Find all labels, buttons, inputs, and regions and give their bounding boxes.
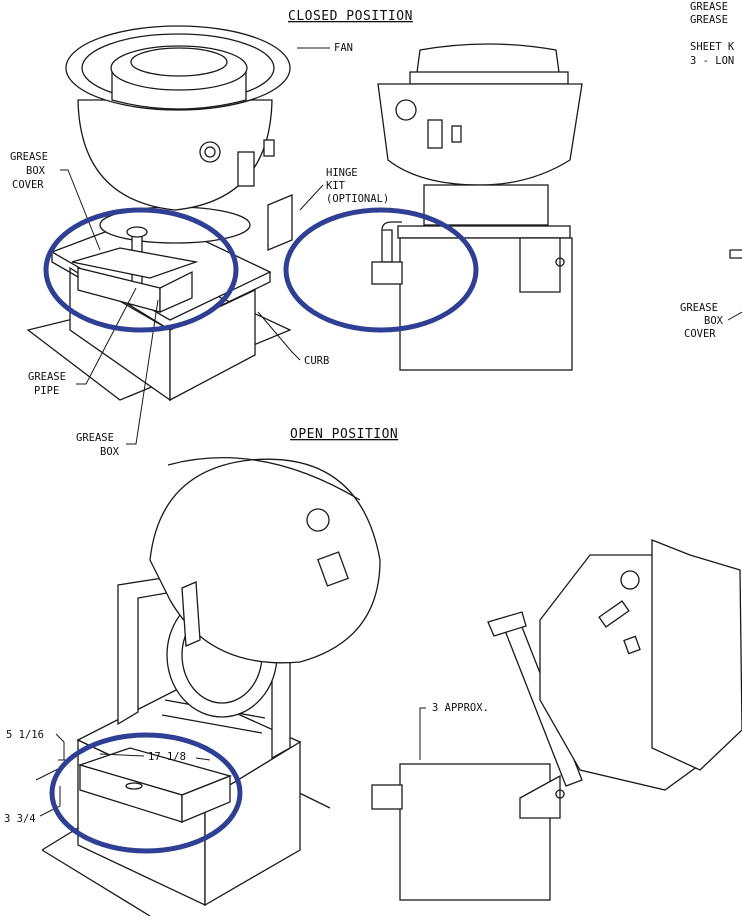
curb-label: CURB xyxy=(304,355,329,367)
highlight-circles xyxy=(43,207,479,854)
dimension-height-top: 5 1/16 xyxy=(6,729,44,741)
open-iso-view: 5 1/16 17 1/8 3 3/4 xyxy=(4,457,381,917)
disconnect-switch xyxy=(237,151,255,187)
open-side-grease-box xyxy=(371,784,403,810)
dimension-height-box: 3 3/4 xyxy=(4,813,36,825)
grease-box-cover-label-1: GREASE xyxy=(10,151,48,163)
highlight-grease-box-closed xyxy=(43,207,239,333)
open-fan-gauge xyxy=(306,508,330,532)
cropped-right-panel: GREASE GREASE SHEET K 3 - LON GREASE BOX… xyxy=(680,1,742,340)
right-grease-box-cover-label-1: GREASE xyxy=(680,302,718,314)
grease-box-cover xyxy=(71,247,199,279)
grease-box-cover-label-2: BOX xyxy=(26,165,46,177)
side-fan-dome xyxy=(415,43,561,81)
grease-box-label-2: BOX xyxy=(100,446,120,458)
cropped-label-1: GREASE xyxy=(690,1,728,13)
closed-position-heading: CLOSED POSITION xyxy=(288,9,413,24)
cropped-label-2: GREASE xyxy=(690,14,728,26)
open-side-fan-dome xyxy=(651,539,742,771)
side-hinge-plate xyxy=(519,237,561,293)
side-grease-box xyxy=(371,261,403,285)
side-disconnect-switch xyxy=(427,119,443,149)
dimension-clearance: 3 APPROX. xyxy=(432,702,489,714)
grease-box-cover-label-3: COVER xyxy=(12,179,44,191)
hinge-kit-label-2: KIT xyxy=(326,180,346,192)
side-fan-housing xyxy=(377,83,583,186)
closed-iso-view: FAN GREASE BOX COVER HINGE KIT (OPTIONAL… xyxy=(10,25,389,458)
grease-box-label-1: GREASE xyxy=(76,432,114,444)
fan-label: FAN xyxy=(334,42,353,54)
right-grease-box-cover-label-3: COVER xyxy=(684,328,716,340)
cropped-label-4: 3 - LON xyxy=(690,55,734,67)
fan-gauge xyxy=(199,141,221,163)
cropped-label-3: SHEET K xyxy=(690,41,735,53)
side-curb-cap xyxy=(397,225,571,239)
closed-side-view xyxy=(371,43,583,371)
side-fan-gauge xyxy=(395,99,417,121)
open-side-grease-pipe xyxy=(487,611,527,637)
open-position-heading: OPEN POSITION xyxy=(290,427,398,442)
open-grease-pipe xyxy=(181,581,201,647)
open-side-curb xyxy=(399,763,551,901)
dimension-width: 17 1/8 xyxy=(148,751,186,763)
side-fan-neck xyxy=(423,184,549,226)
open-side-hinge-base xyxy=(519,774,561,819)
highlight-grease-box-side xyxy=(283,207,479,333)
grease-pipe-label-1: GREASE xyxy=(28,371,66,383)
side-grease-pipe xyxy=(381,229,393,263)
fan-dome xyxy=(110,45,248,91)
highlight-grease-box-open xyxy=(49,732,243,854)
open-side-view: 3 APPROX. xyxy=(371,539,742,901)
grease-pipe-label-2: PIPE xyxy=(34,385,59,397)
hinge-kit-label-1: HINGE xyxy=(326,167,358,179)
hinge-kit-label-3: (OPTIONAL) xyxy=(326,193,389,205)
hinge-kit xyxy=(267,194,293,251)
right-grease-box-cover-label-2: BOX xyxy=(704,315,724,327)
